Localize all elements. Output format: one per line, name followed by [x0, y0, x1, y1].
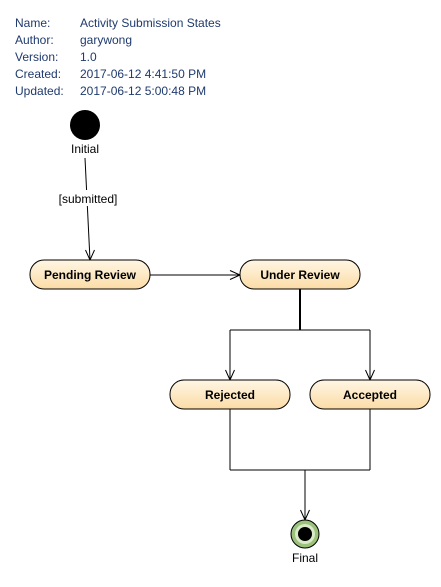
- metadata-row-version: Version: 1.0: [15, 49, 221, 66]
- metadata-value: 1.0: [80, 50, 97, 64]
- metadata-value: garywong: [80, 33, 133, 47]
- metadata-row-author: Author: garywong: [15, 32, 221, 49]
- diagram-metadata: Name: Activity Submission States Author:…: [15, 15, 221, 100]
- initial-node[interactable]: [70, 110, 100, 140]
- transition-initial-to-pending: [84, 157, 91, 261]
- state-under-review-label: Under Review: [260, 268, 340, 282]
- state-pending-review-label: Pending Review: [44, 268, 137, 282]
- metadata-key: Updated:: [15, 84, 64, 98]
- metadata-row-updated: Updated: 2017-06-12 5:00:48 PM: [15, 83, 221, 100]
- metadata-key: Name:: [15, 16, 51, 30]
- final-node[interactable]: [290, 519, 320, 549]
- metadata-value: 2017-06-12 5:00:48 PM: [80, 84, 207, 98]
- metadata-key: Version:: [15, 50, 59, 64]
- metadata-value: 2017-06-12 4:41:50 PM: [80, 67, 207, 81]
- guard-label-submitted: [submitted]: [59, 192, 118, 206]
- metadata-value: Activity Submission States: [80, 16, 221, 30]
- initial-label: Initial: [71, 142, 99, 156]
- state-rejected-label: Rejected: [205, 388, 255, 402]
- metadata-key: Author:: [15, 33, 54, 47]
- metadata-key: Created:: [15, 67, 62, 81]
- guard-label-background: [52, 190, 124, 206]
- final-label: Final: [292, 551, 318, 565]
- metadata-row-name: Name: Activity Submission States: [15, 15, 221, 32]
- state-accepted-label: Accepted: [343, 388, 397, 402]
- metadata-row-created: Created: 2017-06-12 4:41:50 PM: [15, 66, 221, 83]
